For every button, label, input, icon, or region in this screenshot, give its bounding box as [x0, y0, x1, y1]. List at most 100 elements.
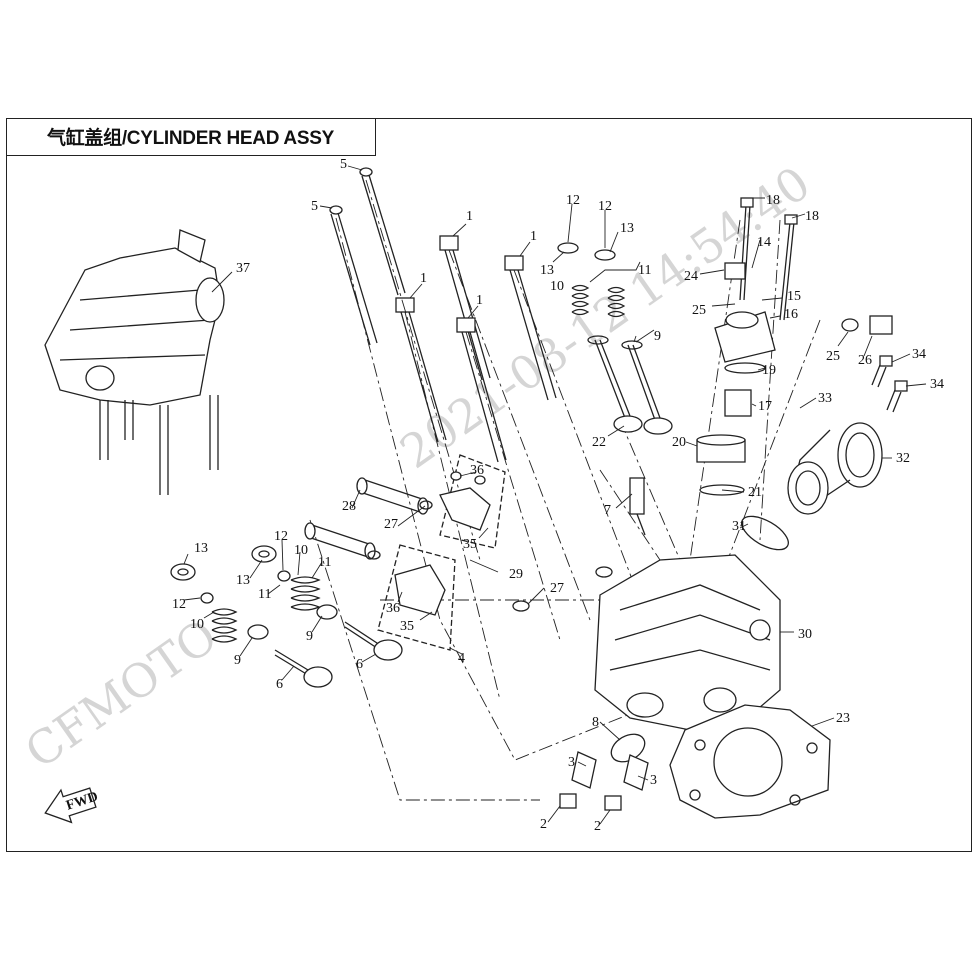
- part-head-bolt-3: [395, 297, 447, 443]
- callout: 4: [458, 651, 465, 666]
- part-spring-retainer-13b: [251, 545, 277, 563]
- part-valve-spring-upper-2: [594, 249, 626, 318]
- part-thermostat-cover: [714, 311, 776, 363]
- callout: 16: [784, 307, 798, 322]
- part-cylinder-head-30: [594, 554, 781, 731]
- callout: 11: [318, 555, 331, 570]
- part-assembled-engine-37: [44, 229, 225, 495]
- title-box: 气缸盖组/CYLINDER HEAD ASSY: [6, 118, 376, 156]
- part-bolt-34b: [886, 380, 908, 413]
- part-long-stud-1: [359, 167, 406, 296]
- part-valve-lower-2: [344, 621, 403, 661]
- part-thermostat-housing-20: [696, 434, 746, 463]
- part-head-bolt-4: [456, 317, 507, 463]
- part-long-bolt-18b: [779, 214, 798, 321]
- part-rocker-assembly-lower: [377, 544, 456, 651]
- leader-lines: [183, 165, 927, 825]
- callout: 10: [550, 279, 564, 294]
- part-rocker-shaft-29: [304, 522, 376, 560]
- diagram-title: 气缸盖组/CYLINDER HEAD ASSY: [47, 128, 334, 149]
- callout: 28: [342, 499, 356, 514]
- part-valve-spring-lower-1: [211, 608, 238, 643]
- callout: 1: [476, 293, 483, 308]
- part-valve-lower-1: [274, 649, 333, 688]
- part-long-bolt-18a: [739, 197, 754, 301]
- part-sensor-24: [724, 262, 746, 280]
- callout: 11: [258, 587, 271, 602]
- part-head-bolt-1: [439, 235, 491, 381]
- fwd-arrow-icon: [44, 787, 97, 824]
- part-temp-sensor-26: [869, 315, 893, 335]
- callout: 19: [762, 363, 776, 378]
- part-o-ring-31: [741, 515, 789, 551]
- callout: 23: [836, 711, 850, 726]
- callout-labels: 5 5 1 1 1 1 12 12 13 13 10 11 9 22 7 18 …: [172, 157, 944, 834]
- callout: 27: [384, 517, 398, 532]
- part-stud-3a: [571, 751, 597, 789]
- callout: 6: [276, 677, 283, 692]
- callout: 10: [294, 543, 308, 558]
- callout: 35: [463, 537, 477, 552]
- part-nut-2a: [559, 793, 577, 809]
- callout: 24: [684, 269, 698, 284]
- callout: 9: [306, 629, 313, 644]
- watermark-brand: CFMOTO: [15, 608, 226, 779]
- callout: 12: [274, 529, 288, 544]
- callout: 6: [356, 657, 363, 672]
- callout: 15: [787, 289, 801, 304]
- callout: 35: [400, 619, 414, 634]
- callout: 36: [386, 601, 400, 616]
- callout: 10: [190, 617, 204, 632]
- callout: 7: [604, 503, 611, 518]
- diagram-frame: [6, 118, 972, 852]
- callout: 31: [732, 519, 746, 534]
- part-cotter-12: [200, 570, 291, 604]
- callout: 18: [805, 209, 819, 224]
- callout: 3: [650, 773, 657, 788]
- part-exhaust-valve-upper: [627, 344, 673, 435]
- callout: 8: [592, 715, 599, 730]
- callout: 34: [930, 377, 944, 392]
- callout: 12: [598, 199, 612, 214]
- callout: 13: [540, 263, 554, 278]
- callout: 9: [654, 329, 661, 344]
- part-washers-27: [367, 500, 613, 612]
- callout: 34: [912, 347, 926, 362]
- part-valve-seat-washers: [587, 335, 643, 350]
- part-o-ring-21: [699, 484, 745, 496]
- callout: 2: [540, 817, 547, 832]
- callout: 25: [826, 349, 840, 364]
- callout: 21: [748, 485, 762, 500]
- callout: 13: [194, 541, 208, 556]
- callout: 17: [758, 399, 772, 414]
- part-long-stud-2: [329, 205, 378, 346]
- callout: 37: [236, 261, 250, 276]
- parts-linework: [44, 165, 927, 825]
- callout: 26: [858, 353, 872, 368]
- part-head-gasket-23: [669, 704, 831, 819]
- callout: 14: [757, 235, 771, 250]
- callout: 1: [530, 229, 537, 244]
- part-bolt-34a: [871, 355, 893, 388]
- part-head-bolt-2: [504, 255, 557, 401]
- part-washer-25b: [841, 318, 859, 332]
- part-clamp-33: [787, 461, 829, 515]
- part-spring-retainer-13a: [170, 563, 196, 581]
- callout: 1: [420, 271, 427, 286]
- callout: 32: [896, 451, 910, 466]
- callout: 12: [172, 597, 186, 612]
- callout: 1: [466, 209, 473, 224]
- part-valve-spring-lower-2: [290, 576, 321, 611]
- callout: 2: [594, 819, 601, 834]
- part-rocker-shaft-28: [356, 477, 429, 515]
- part-intake-valve-upper: [594, 339, 643, 433]
- callout: 20: [672, 435, 686, 450]
- part-stud-3b: [623, 754, 649, 791]
- callout: 30: [798, 627, 812, 642]
- callout: 13: [620, 221, 634, 236]
- callout: 33: [818, 391, 832, 406]
- callout: 18: [766, 193, 780, 208]
- callout: 3: [568, 755, 575, 770]
- callout: 13: [236, 573, 250, 588]
